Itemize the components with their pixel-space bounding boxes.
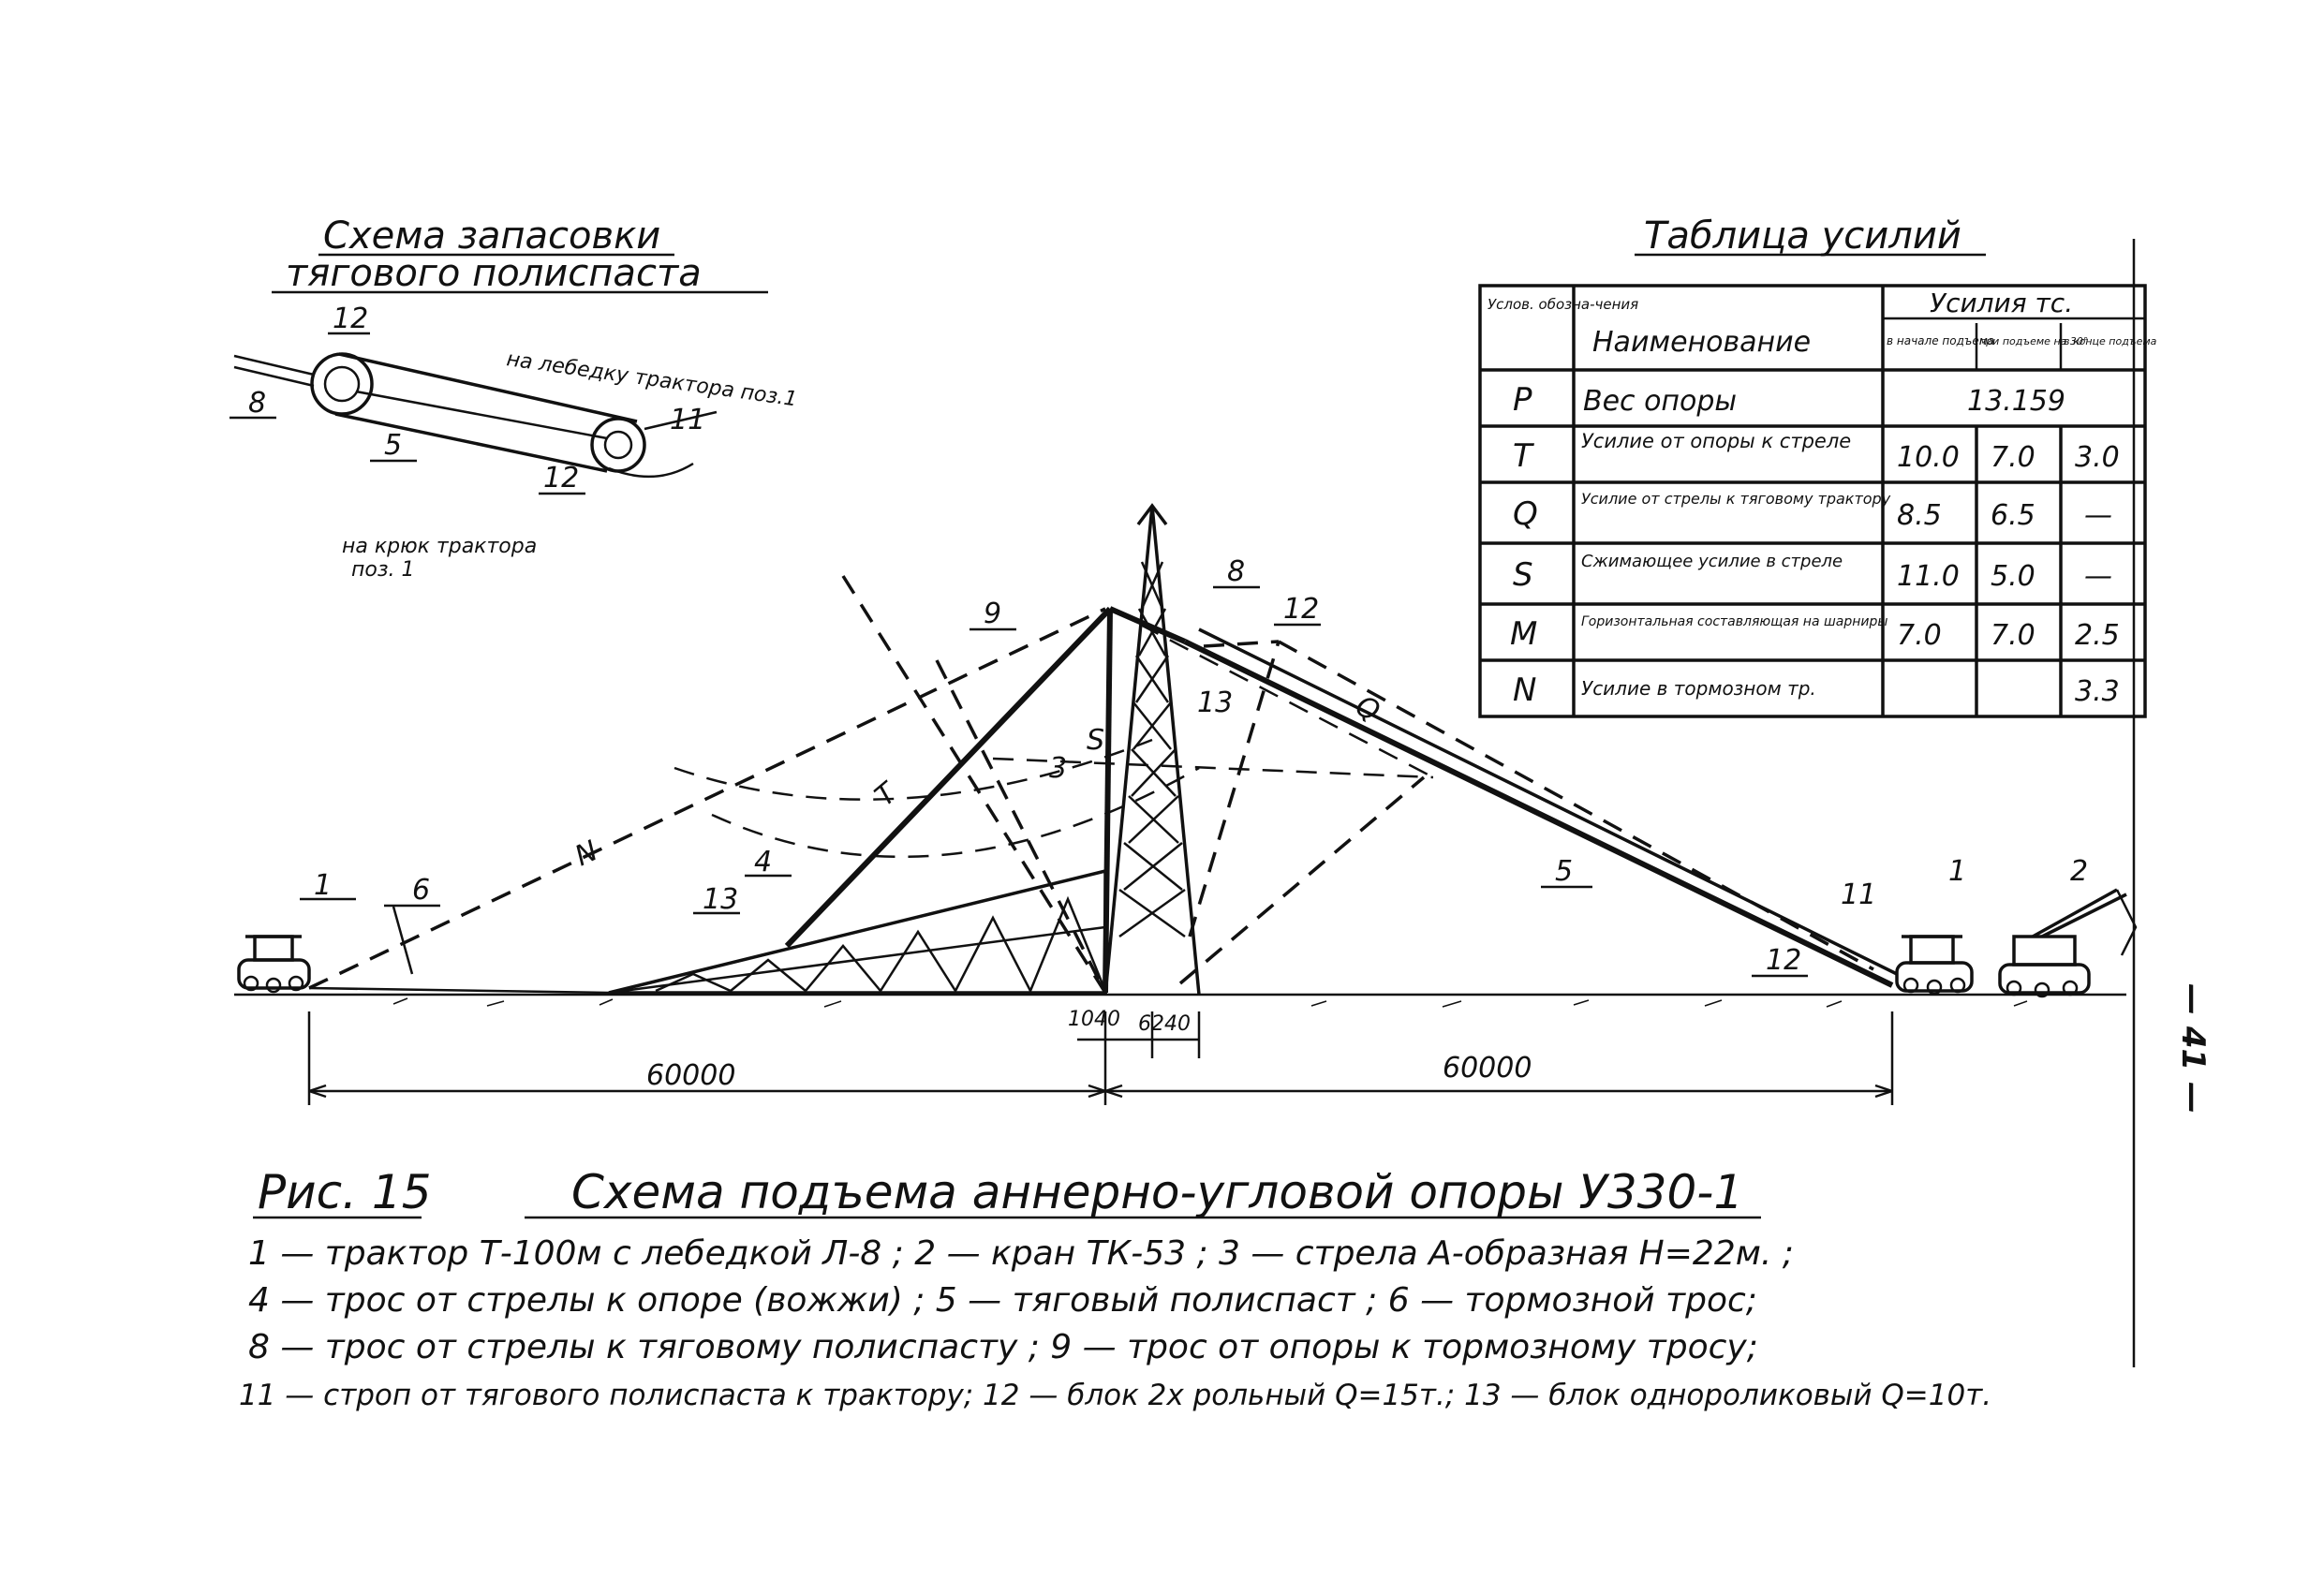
row-S-symbol: S — [1513, 556, 1533, 594]
row-T-name: Усилие от опоры к стреле — [1581, 430, 1851, 452]
boom-left-leg — [784, 606, 1113, 949]
top-block-icon — [310, 352, 374, 416]
legend-line-1: 1 — трактор Т-100м с лебедкой Л-8 ; 2 — … — [248, 1234, 1794, 1273]
row-T-v3: 3.0 — [2075, 441, 2120, 474]
reeving-label-12-top: 12 — [333, 303, 368, 335]
label-13-top: 13 — [1197, 686, 1233, 719]
label-12-low: 12 — [1766, 944, 1801, 977]
row-N-v3: 3.3 — [2075, 675, 2120, 708]
header-col-start: в начале подъема — [1887, 334, 1994, 347]
row-T-v1: 10.0 — [1897, 441, 1960, 474]
label-4: 4 — [754, 846, 772, 878]
label-13-low: 13 — [703, 883, 738, 916]
force-N: N — [570, 834, 603, 873]
figure-title: Схема подъема аннерно-угловой опоры У330… — [571, 1165, 1743, 1219]
crane-icon — [1998, 888, 2138, 998]
force-table-title: Таблица усилий — [1644, 214, 1961, 258]
header-forces: Усилия тс. — [1930, 288, 2073, 318]
row-Q-symbol: Q — [1513, 495, 1538, 533]
row-Q-v2: 6.5 — [1991, 499, 2035, 532]
reeving-label-8: 8 — [248, 387, 266, 420]
header-col-end: в конце подъема — [2064, 335, 2157, 347]
legend-line-4: 11 — строп от тягового полиспаста к трак… — [239, 1379, 1991, 1412]
reeving-scheme: Схема запасовки тягового полиспаста 12 8… — [229, 214, 798, 582]
dim-1040: 1040 — [1068, 1008, 1120, 1031]
lifting-diagram: 1 6 13 4 9 3 8 12 13 5 11 12 1 2 N T S Q — [234, 503, 2138, 1105]
row-P-name: Вес опоры — [1583, 385, 1737, 418]
note-to-hook-line2: поз. 1 — [351, 558, 415, 582]
bottom-block-icon — [590, 417, 646, 473]
legend: 1 — трактор Т-100м с лебедкой Л-8 ; 2 — … — [239, 1234, 1991, 1412]
row-M-v2: 7.0 — [1991, 619, 2035, 652]
label-1-left: 1 — [314, 869, 332, 902]
boom-right-leg — [1103, 608, 1113, 994]
tractor-right-icon — [1895, 935, 1974, 996]
row-M-v1: 7.0 — [1897, 619, 1942, 652]
tractor-left-icon — [237, 935, 311, 994]
label-8: 8 — [1227, 555, 1245, 588]
row-S-v2: 5.0 — [1991, 560, 2035, 593]
row-Q-name: Усилие от стрелы к тяговому трактору — [1581, 490, 1891, 508]
label-1-right: 1 — [1948, 855, 1966, 888]
reeving-title-line2: тягового полиспаста — [286, 252, 702, 295]
row-Q-v1: 8.5 — [1897, 499, 1942, 532]
reeving-label-5: 5 — [384, 429, 402, 462]
header-symbol: Услов. обозна-чения — [1488, 296, 1638, 313]
row-M-v3: 2.5 — [2075, 619, 2120, 652]
page-number: — 41 — — [2174, 983, 2212, 1114]
row-S-v1: 11.0 — [1897, 560, 1960, 593]
force-T: T — [869, 775, 906, 813]
label-12-top: 12 — [1283, 593, 1319, 626]
row-M-symbol: M — [1510, 615, 1537, 653]
caption: Рис. 15 Схема подъема аннерно-угловой оп… — [253, 1165, 1761, 1219]
dim-60000-left: 60000 — [646, 1059, 735, 1092]
reeving-label-12-bottom: 12 — [543, 462, 579, 494]
row-P-value: 13.159 — [1967, 385, 2065, 418]
header-name: Наименование — [1592, 326, 1811, 359]
note-to-hook-line1: на крюк трактора — [342, 535, 537, 558]
tower-lying — [608, 868, 1107, 995]
braking-rope — [308, 607, 1106, 990]
row-S-name: Сжимающее усилие в стреле — [1581, 552, 1843, 571]
label-5: 5 — [1555, 855, 1573, 888]
row-M-name: Горизонтальная составляющая на шарниры — [1581, 614, 1887, 629]
reeving-label-11: 11 — [670, 404, 705, 436]
label-6: 6 — [412, 874, 430, 907]
dimension-line — [307, 1011, 1894, 1105]
legend-line-3: 8 — трос от стрелы к тяговому полиспасту… — [248, 1328, 1758, 1366]
label-9: 9 — [984, 598, 1001, 630]
tower-standing — [1103, 503, 1201, 996]
row-T-symbol: T — [1513, 437, 1534, 475]
hoisting-tackle — [1183, 639, 1894, 988]
label-2: 2 — [2070, 855, 2088, 888]
legend-line-2: 4 — трос от стрелы к опоре (вожжи) ; 5 —… — [248, 1281, 1757, 1320]
row-N-symbol: N — [1513, 672, 1536, 709]
force-table: Таблица усилий Услов. обозна-чения Наиме… — [1478, 214, 2157, 718]
figure-number: Рис. 15 — [258, 1165, 432, 1219]
label-3: 3 — [1049, 752, 1067, 785]
dim-60000-right: 60000 — [1443, 1052, 1532, 1085]
row-P-symbol: P — [1513, 381, 1532, 419]
header-col-30deg: при подъеме на 30° — [1979, 335, 2088, 347]
force-S: S — [1087, 724, 1104, 757]
row-Q-v3: — — [2084, 499, 2112, 532]
row-N-name: Усилие в тормозном тр. — [1581, 677, 1816, 700]
row-S-v3: — — [2084, 560, 2112, 593]
dim-6240: 6240 — [1138, 1012, 1191, 1036]
label-11: 11 — [1841, 878, 1876, 911]
reeving-title-line1: Схема запасовки — [323, 214, 660, 258]
row-T-v2: 7.0 — [1991, 441, 2035, 474]
